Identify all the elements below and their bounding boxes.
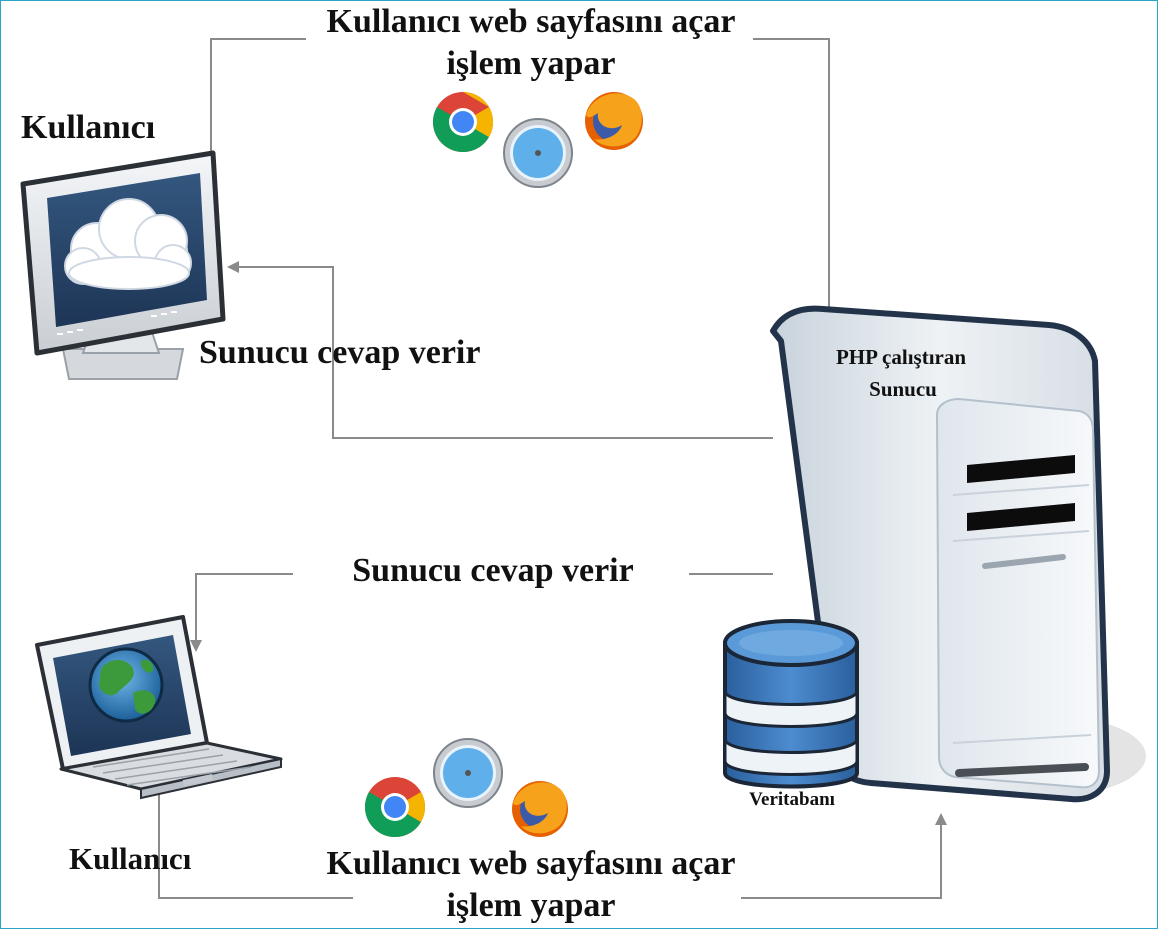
safari-icon [503,118,573,188]
response-top-label: Sunucu cevap verir [199,334,481,371]
connector-lines [158,38,947,899]
laptop-icon [35,615,283,800]
top-flow-line1: Kullanıcı web sayfasını açar [326,3,736,40]
bottom-request-arrow [158,791,353,899]
server-label-line1: PHP çalıştıran [835,345,967,369]
monitor-icon [20,150,226,380]
user-laptop-label: Kullanıcı [69,841,192,876]
user-desktop-label: Kullanıcı [21,109,156,146]
top-request-arrow [210,38,306,151]
server-label-line2: Sunucu [869,377,937,401]
safari-icon [433,738,503,808]
response-bottom-label: Sunucu cevap verir [352,552,634,589]
database-label: Veritabanı [749,789,835,810]
globe-icon [88,647,164,723]
firefox-icon [512,781,568,837]
bottom-flow-line1: Kullanıcı web sayfasını açar [326,845,736,882]
chrome-icon [432,91,494,153]
cloud-icon [64,198,192,290]
top-response-arrow [227,261,773,439]
database-icon [723,619,859,789]
top-flow-line2: işlem yapar [446,45,616,82]
chrome-icon [364,777,426,838]
bottom-flow-line2: işlem yapar [446,887,616,924]
firefox-icon [585,92,643,150]
